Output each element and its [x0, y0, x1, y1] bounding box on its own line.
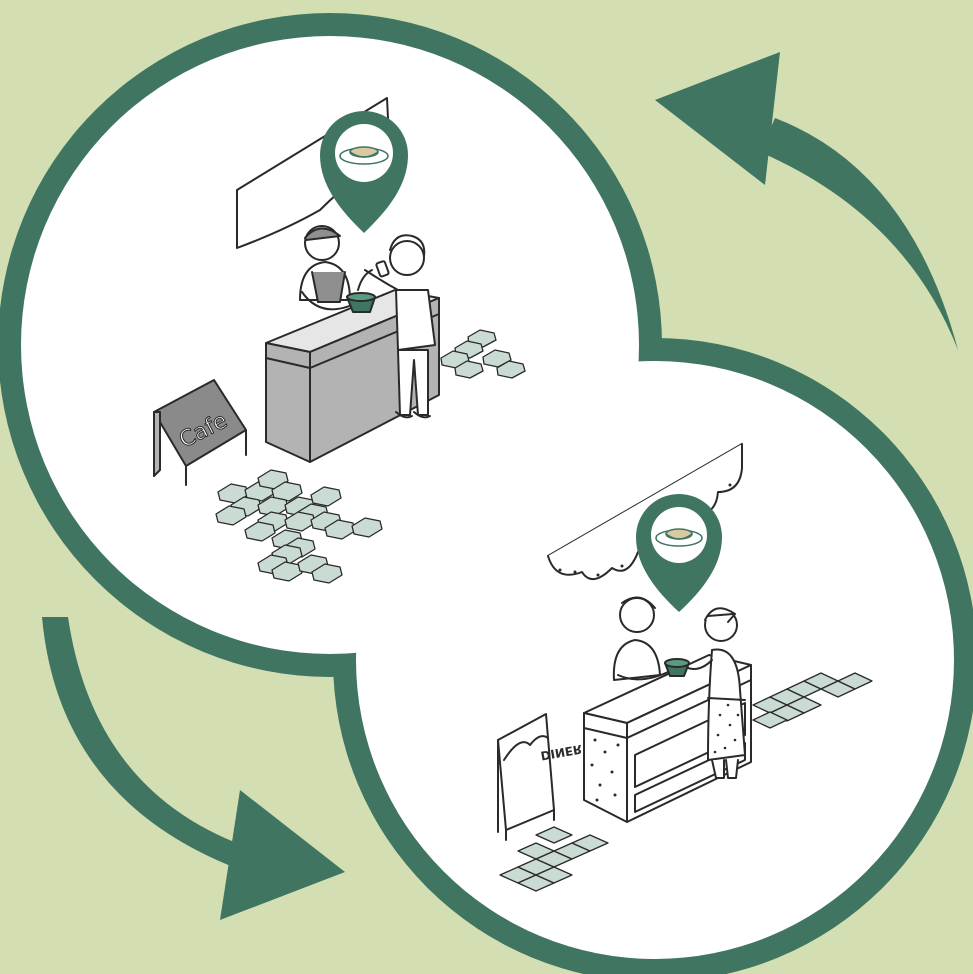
coffee-cup-icon [347, 293, 375, 312]
diner-cup-icon [665, 659, 689, 676]
coffee-cup-saucer-icon [656, 529, 702, 546]
coffee-cup-saucer-icon [340, 147, 388, 164]
